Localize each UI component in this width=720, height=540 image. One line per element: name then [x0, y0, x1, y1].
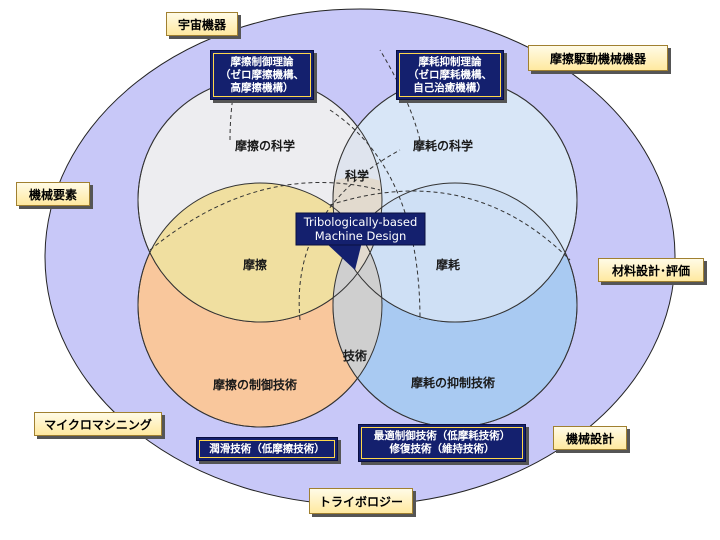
friction-theory-line-1: 摩擦制御理論	[230, 55, 294, 68]
dashed-arc-1	[329, 109, 421, 321]
label-materials: 材料設計･評価	[598, 258, 704, 282]
label-machine-design: 機械設計	[553, 426, 627, 450]
text-friction-control-tech: 摩擦の制御技術	[213, 378, 298, 392]
label-tribology: トライボロジー	[309, 488, 413, 514]
text-wear-suppression-tech: 摩耗の抑制技術	[411, 376, 496, 390]
box-optimal-control-technology: 最適制御技術（低摩耗技術） 修復技術（維持技術）	[358, 424, 526, 462]
wear-theory-line-2: （ゼロ摩耗機構、	[408, 68, 492, 81]
text-wear: 摩耗	[436, 258, 461, 272]
box-wear-suppression-theory: 摩耗抑制理論 （ゼロ摩耗機構、 自己治癒機構）	[396, 50, 504, 100]
wear-theory-line-1: 摩耗抑制理論	[418, 55, 482, 68]
text-science: 科学	[345, 169, 370, 183]
label-machine-elements: 機械要素	[16, 182, 90, 206]
friction-theory-line-3: 高摩擦機構）	[230, 81, 294, 94]
label-micromachining: マイクロマシニング	[34, 412, 162, 436]
text-technology: 技術	[343, 349, 368, 363]
callout-text: Tribologically-based Machine Design	[296, 215, 425, 243]
dashed-arc-4	[329, 190, 571, 261]
callout-pointer	[325, 242, 362, 270]
callout-line-2: Machine Design	[314, 229, 407, 243]
optimal-control-line-2: 修復技術（維持技術）	[389, 443, 495, 455]
lubrication-text: 潤滑技術（低摩擦技術）	[209, 442, 325, 455]
callout-line-1: Tribologically-based	[303, 215, 418, 229]
label-friction-drive: 摩擦駆動機械機器	[528, 45, 668, 71]
label-space-equipment: 宇宙機器	[166, 12, 238, 36]
box-lubrication-technology: 潤滑技術（低摩擦技術）	[196, 437, 338, 461]
text-friction-science: 摩擦の科学	[235, 139, 296, 153]
wear-theory-line-3: 自己治癒機構）	[413, 81, 487, 94]
optimal-control-line-1: 最適制御技術（低摩耗技術）	[373, 430, 511, 442]
text-wear-science: 摩耗の科学	[413, 139, 474, 153]
box-friction-control-theory: 摩擦制御理論 （ゼロ摩擦機構、 高摩擦機構）	[210, 50, 314, 100]
dashed-arc-3	[149, 182, 381, 251]
callout-box	[295, 212, 426, 246]
text-friction: 摩擦	[243, 258, 268, 272]
friction-theory-line-2: （ゼロ摩擦機構、	[220, 68, 304, 81]
